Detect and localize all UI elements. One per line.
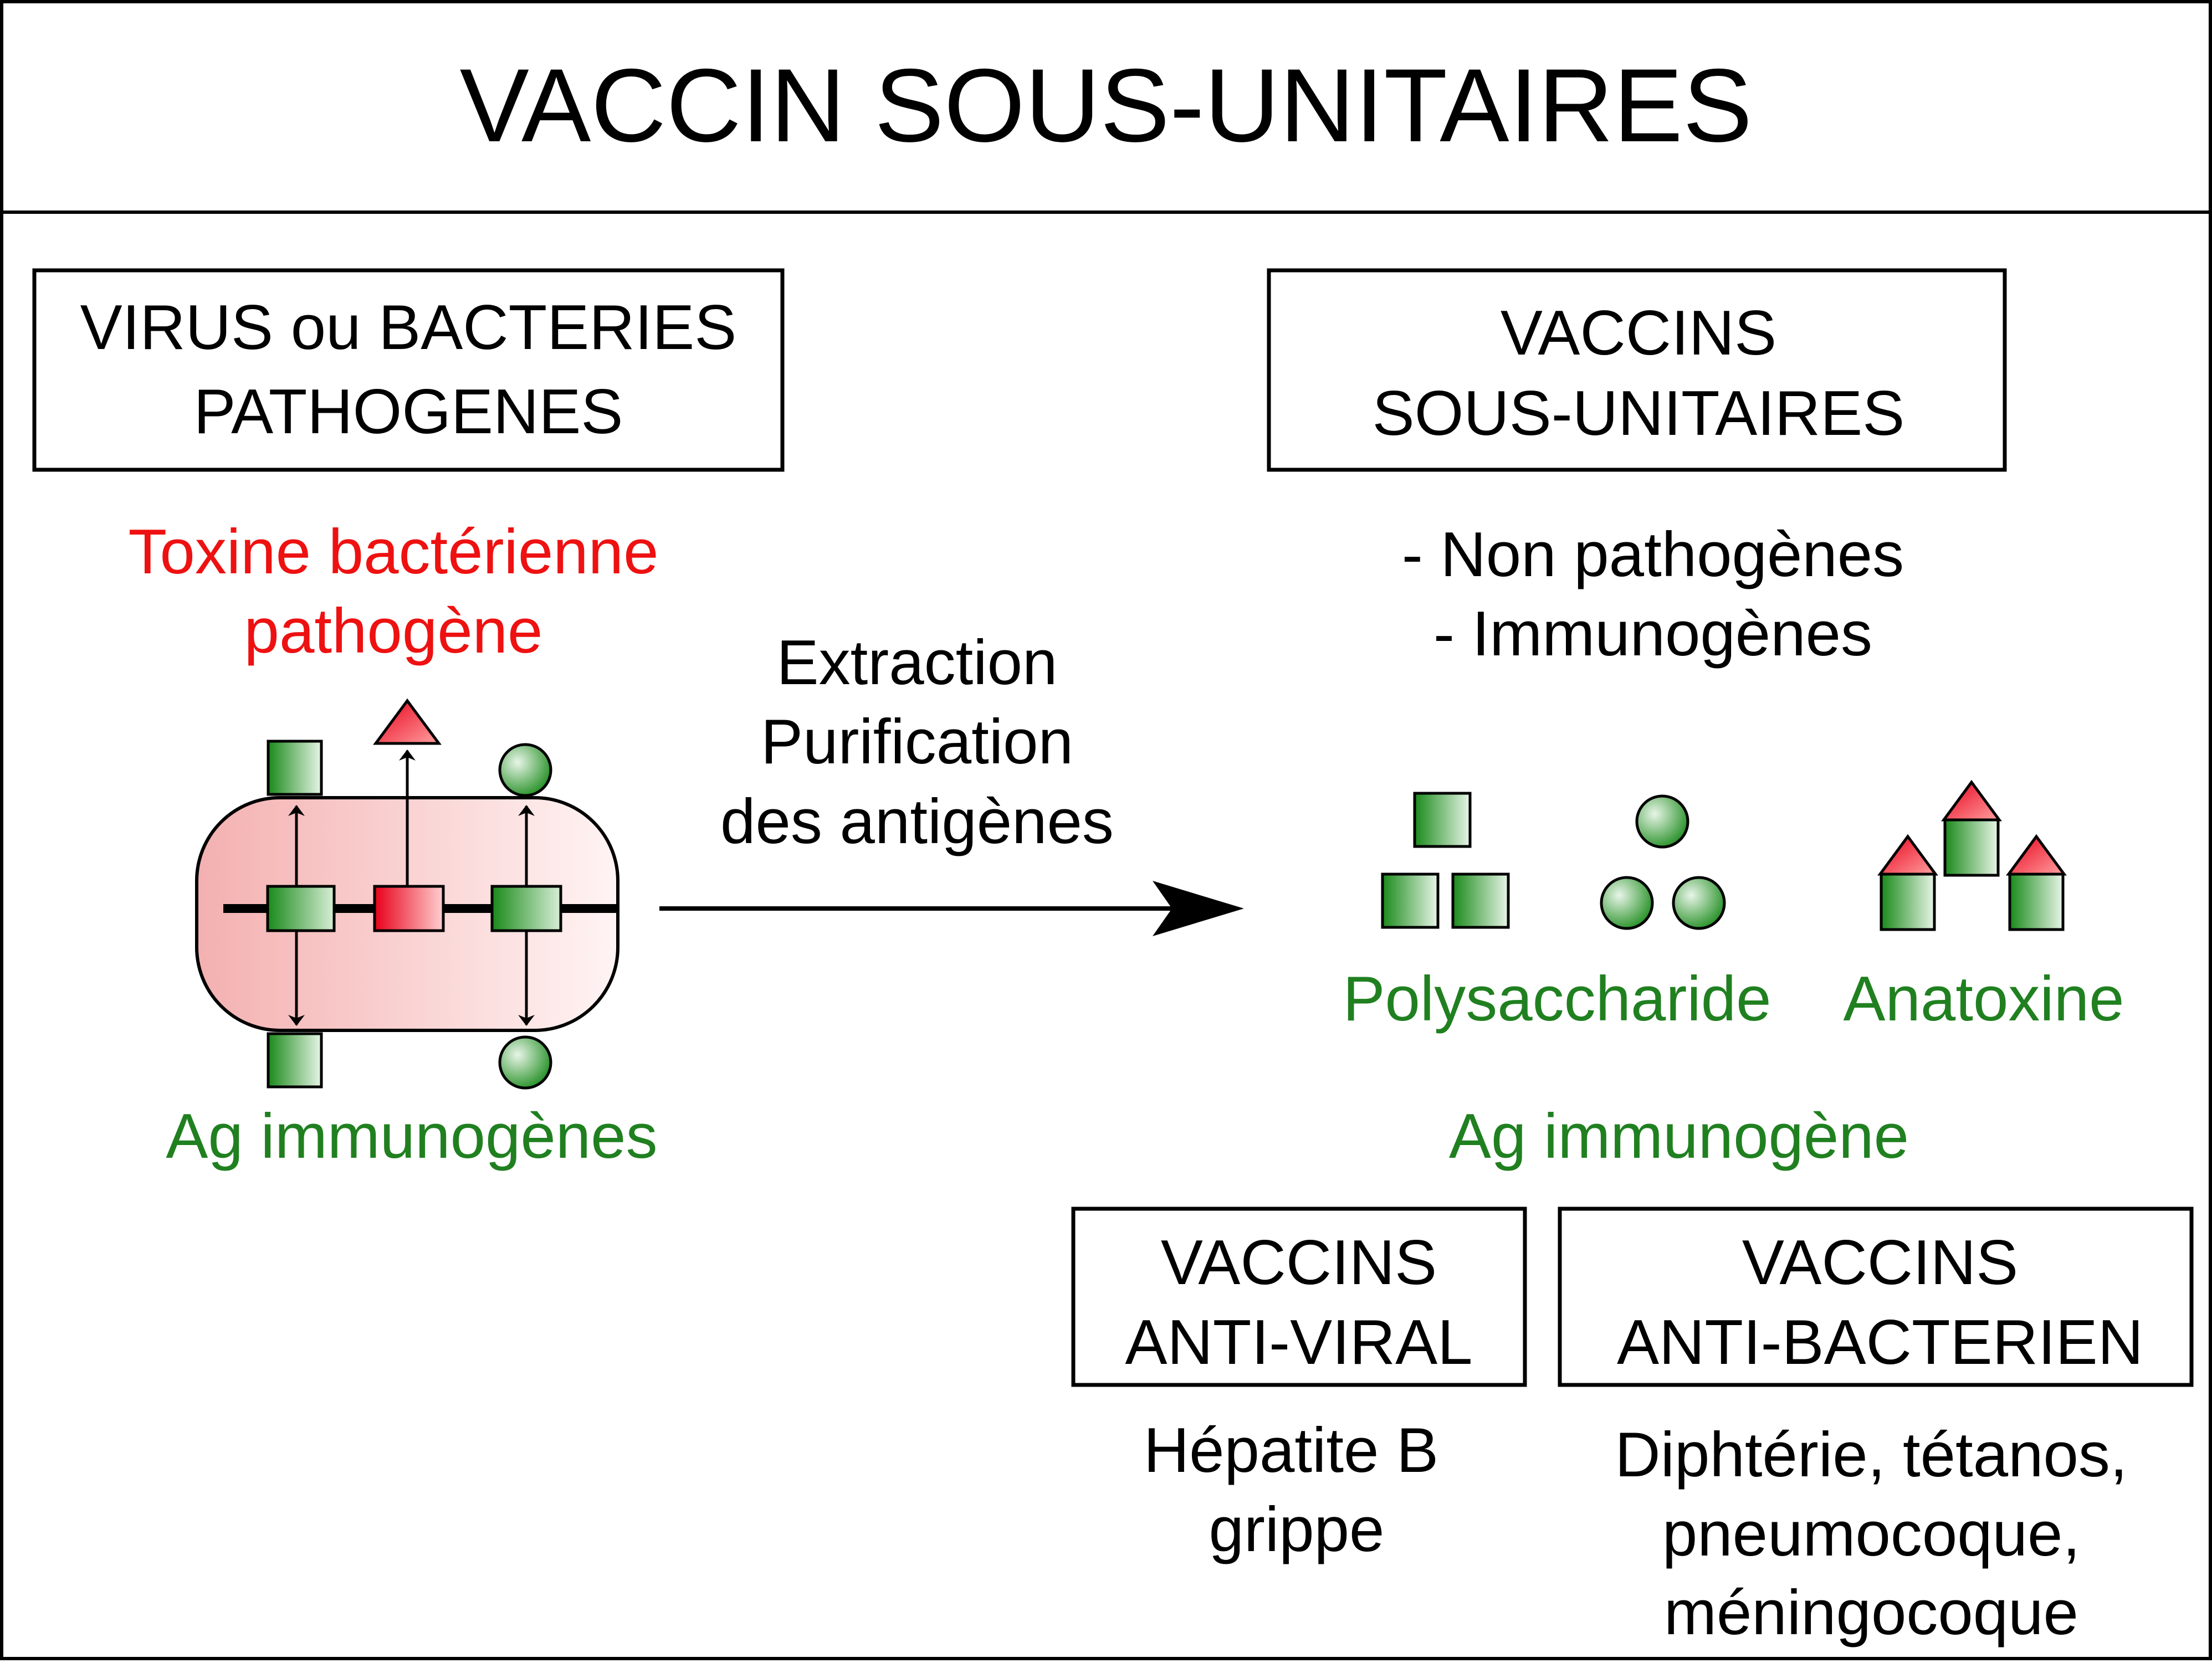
purified-square-bottom-right: [1451, 872, 1510, 929]
embedded-green-antigen-left: [266, 885, 336, 932]
anatoxine-label: Anatoxine: [1843, 964, 2124, 1034]
purified-circle-bottom-right: [1672, 876, 1726, 930]
anatoxine-triangle-left: [1877, 834, 1938, 876]
anatoxine-triangle-right: [2006, 834, 2067, 876]
purified-circle-bottom-left: [1600, 876, 1654, 930]
antibacterial-box-line2: ANTI-BACTERIEN: [1617, 1307, 2143, 1378]
embedded-green-antigen-right: [490, 885, 562, 932]
subunit-vaccine-box: [1267, 268, 2007, 472]
antiviral-box-line2: ANTI-VIRAL: [1125, 1307, 1472, 1378]
left-ag-label: Ag immunogènes: [166, 1101, 657, 1172]
purified-square-top: [1413, 792, 1472, 848]
toxin-label-line2: pathogène: [244, 596, 543, 666]
antiviral-example-line2: grippe: [1209, 1495, 1385, 1565]
anatoxine-square-left: [1880, 872, 1936, 931]
polysaccharide-label: Polysaccharide: [1343, 964, 1771, 1034]
right-ag-label: Ag immunogène: [1449, 1101, 1909, 1172]
antiviral-box-line1: VACCINS: [1161, 1228, 1437, 1298]
property-line1: - Non pathogènes: [1402, 520, 1904, 590]
antibacterial-box: [1558, 1207, 2194, 1387]
released-toxin-triangle: [373, 698, 442, 745]
released-circle-bottom: [498, 1035, 552, 1090]
subunit-box-line2: SOUS-UNITAIRES: [1373, 378, 1905, 449]
embedded-toxin: [373, 885, 445, 932]
anatoxine-square-right: [2008, 872, 2065, 931]
anatoxine-square-top: [1943, 818, 2000, 877]
released-square-top: [267, 740, 323, 796]
anatoxine-group: [1877, 779, 2067, 931]
antiviral-box: [1071, 1207, 1527, 1387]
released-circle-top: [498, 743, 552, 797]
process-line3: des antigènes: [720, 787, 1114, 857]
released-square-bottom: [267, 1032, 323, 1089]
antiviral-example-line1: Hépatite B: [1144, 1415, 1438, 1486]
circle-antigen-group: [1600, 794, 1726, 930]
purified-square-bottom-left: [1381, 872, 1440, 929]
anatoxine-triangle-top: [1941, 779, 2002, 822]
pathogen-box-line2: PATHOGENES: [194, 377, 623, 447]
antibacterial-example-line2: pneumocoque,: [1662, 1499, 2080, 1569]
process-line2: Purification: [761, 707, 1073, 777]
square-antigen-group: [1381, 792, 1510, 929]
antibacterial-example-line3: méningocoque: [1664, 1578, 2078, 1648]
page-title: VACCIN SOUS-UNITAIRES: [460, 47, 1753, 163]
process-line1: Extraction: [777, 628, 1058, 698]
process-arrow-head: [1153, 881, 1244, 936]
toxin-label-line1: Toxine bactérienne: [129, 517, 659, 587]
pathogen-box: [32, 268, 785, 472]
purified-circle-top: [1635, 794, 1689, 849]
antibacterial-example-line1: Diphtérie, tétanos,: [1615, 1420, 2127, 1490]
process-arrow: [659, 881, 1244, 936]
subunit-box-line1: VACCINS: [1501, 298, 1776, 368]
pathogen-box-line1: VIRUS ou BACTERIES: [80, 292, 737, 363]
pathogen-cell: [195, 698, 619, 1090]
antibacterial-box-line1: VACCINS: [1742, 1228, 2018, 1298]
property-line2: - Immunogènes: [1433, 599, 1872, 669]
